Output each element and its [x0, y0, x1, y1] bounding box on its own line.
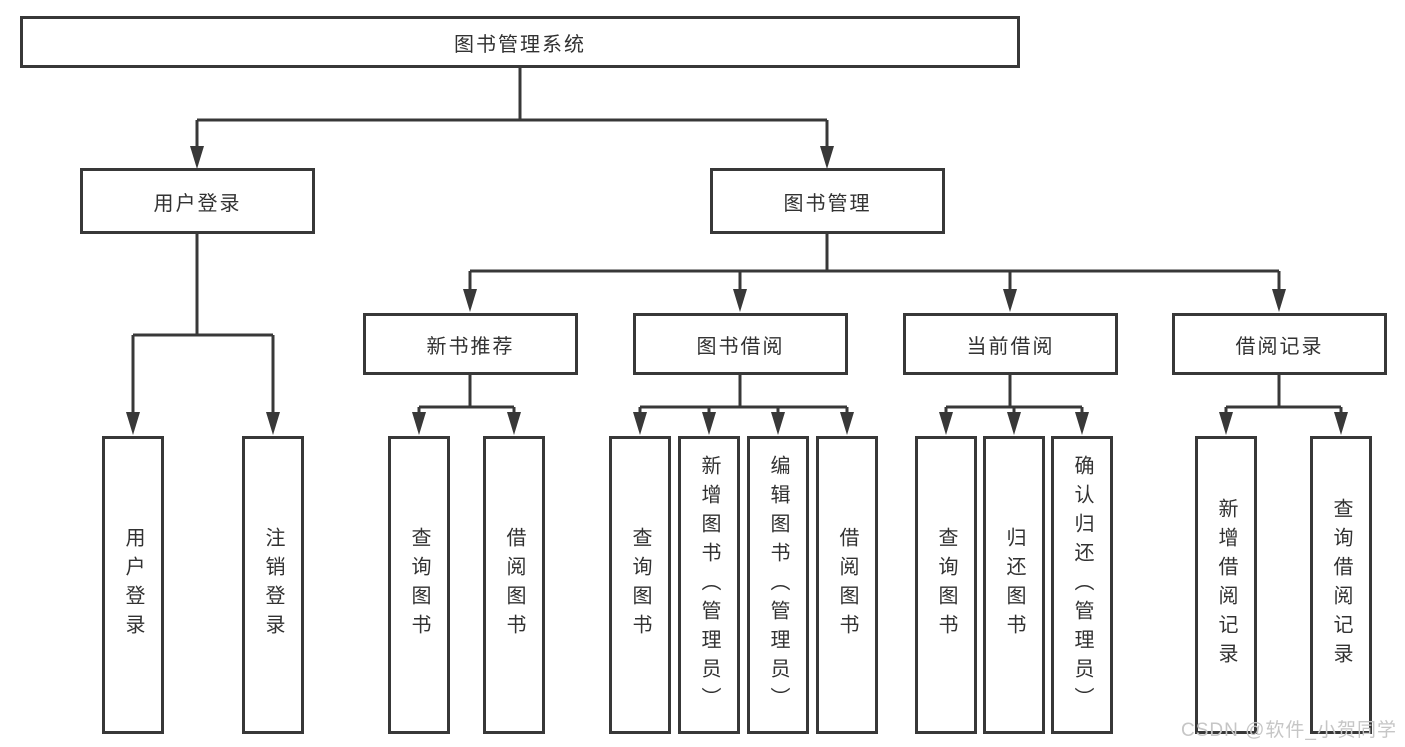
node-label: 查询图书: [408, 527, 430, 643]
node-label: 查询图书: [629, 527, 651, 643]
leaf-borrowing-add-books-admin: 新增图书（管理员）: [678, 436, 740, 734]
node-label: 新增借阅记录: [1215, 498, 1237, 672]
node-label: 查询图书: [935, 527, 957, 643]
node-library-system: 图书管理系统: [20, 16, 1020, 68]
leaf-records-query-record: 查询借阅记录: [1310, 436, 1372, 734]
leaf-records-add-record: 新增借阅记录: [1195, 436, 1257, 734]
leaf-borrowing-edit-books-admin: 编辑图书（管理员）: [747, 436, 809, 734]
node-user-login: 用户登录: [80, 168, 315, 234]
leaf-borrowing-query-books: 查询图书: [609, 436, 671, 734]
node-label: 注销登录: [262, 527, 284, 643]
node-new-book-recommend: 新书推荐: [363, 313, 578, 375]
node-label: 图书管理系统: [454, 33, 586, 56]
node-label: 借阅图书: [836, 527, 858, 643]
node-current-borrowing: 当前借阅: [903, 313, 1118, 375]
node-label: 新书推荐: [426, 335, 515, 358]
node-label: 当前借阅: [966, 335, 1055, 358]
leaf-logout: 注销登录: [242, 436, 304, 734]
node-label: 新增图书（管理员）: [698, 454, 720, 716]
leaf-borrowing-borrow-books: 借阅图书: [816, 436, 878, 734]
leaf-current-return-books: 归还图书: [983, 436, 1045, 734]
node-book-management: 图书管理: [710, 168, 945, 234]
node-book-borrowing: 图书借阅: [633, 313, 848, 375]
node-label: 借阅图书: [503, 527, 525, 643]
leaf-recommend-borrow-books: 借阅图书: [483, 436, 545, 734]
node-label: 图书管理: [783, 192, 872, 215]
node-label: 用户登录: [153, 192, 242, 215]
node-label: 归还图书: [1003, 527, 1025, 643]
node-label: 借阅记录: [1235, 335, 1324, 358]
node-label: 确认归还（管理员）: [1071, 454, 1093, 716]
leaf-user-login: 用户登录: [102, 436, 164, 734]
watermark: CSDN @软件_小贺同学: [1181, 720, 1397, 741]
node-borrowing-records: 借阅记录: [1172, 313, 1387, 375]
leaf-recommend-query-books: 查询图书: [388, 436, 450, 734]
leaf-current-query-books: 查询图书: [915, 436, 977, 734]
node-label: 用户登录: [122, 527, 144, 643]
leaf-current-confirm-return-admin: 确认归还（管理员）: [1051, 436, 1113, 734]
node-label: 查询借阅记录: [1330, 498, 1352, 672]
node-label: 图书借阅: [696, 335, 785, 358]
node-label: 编辑图书（管理员）: [767, 454, 789, 716]
